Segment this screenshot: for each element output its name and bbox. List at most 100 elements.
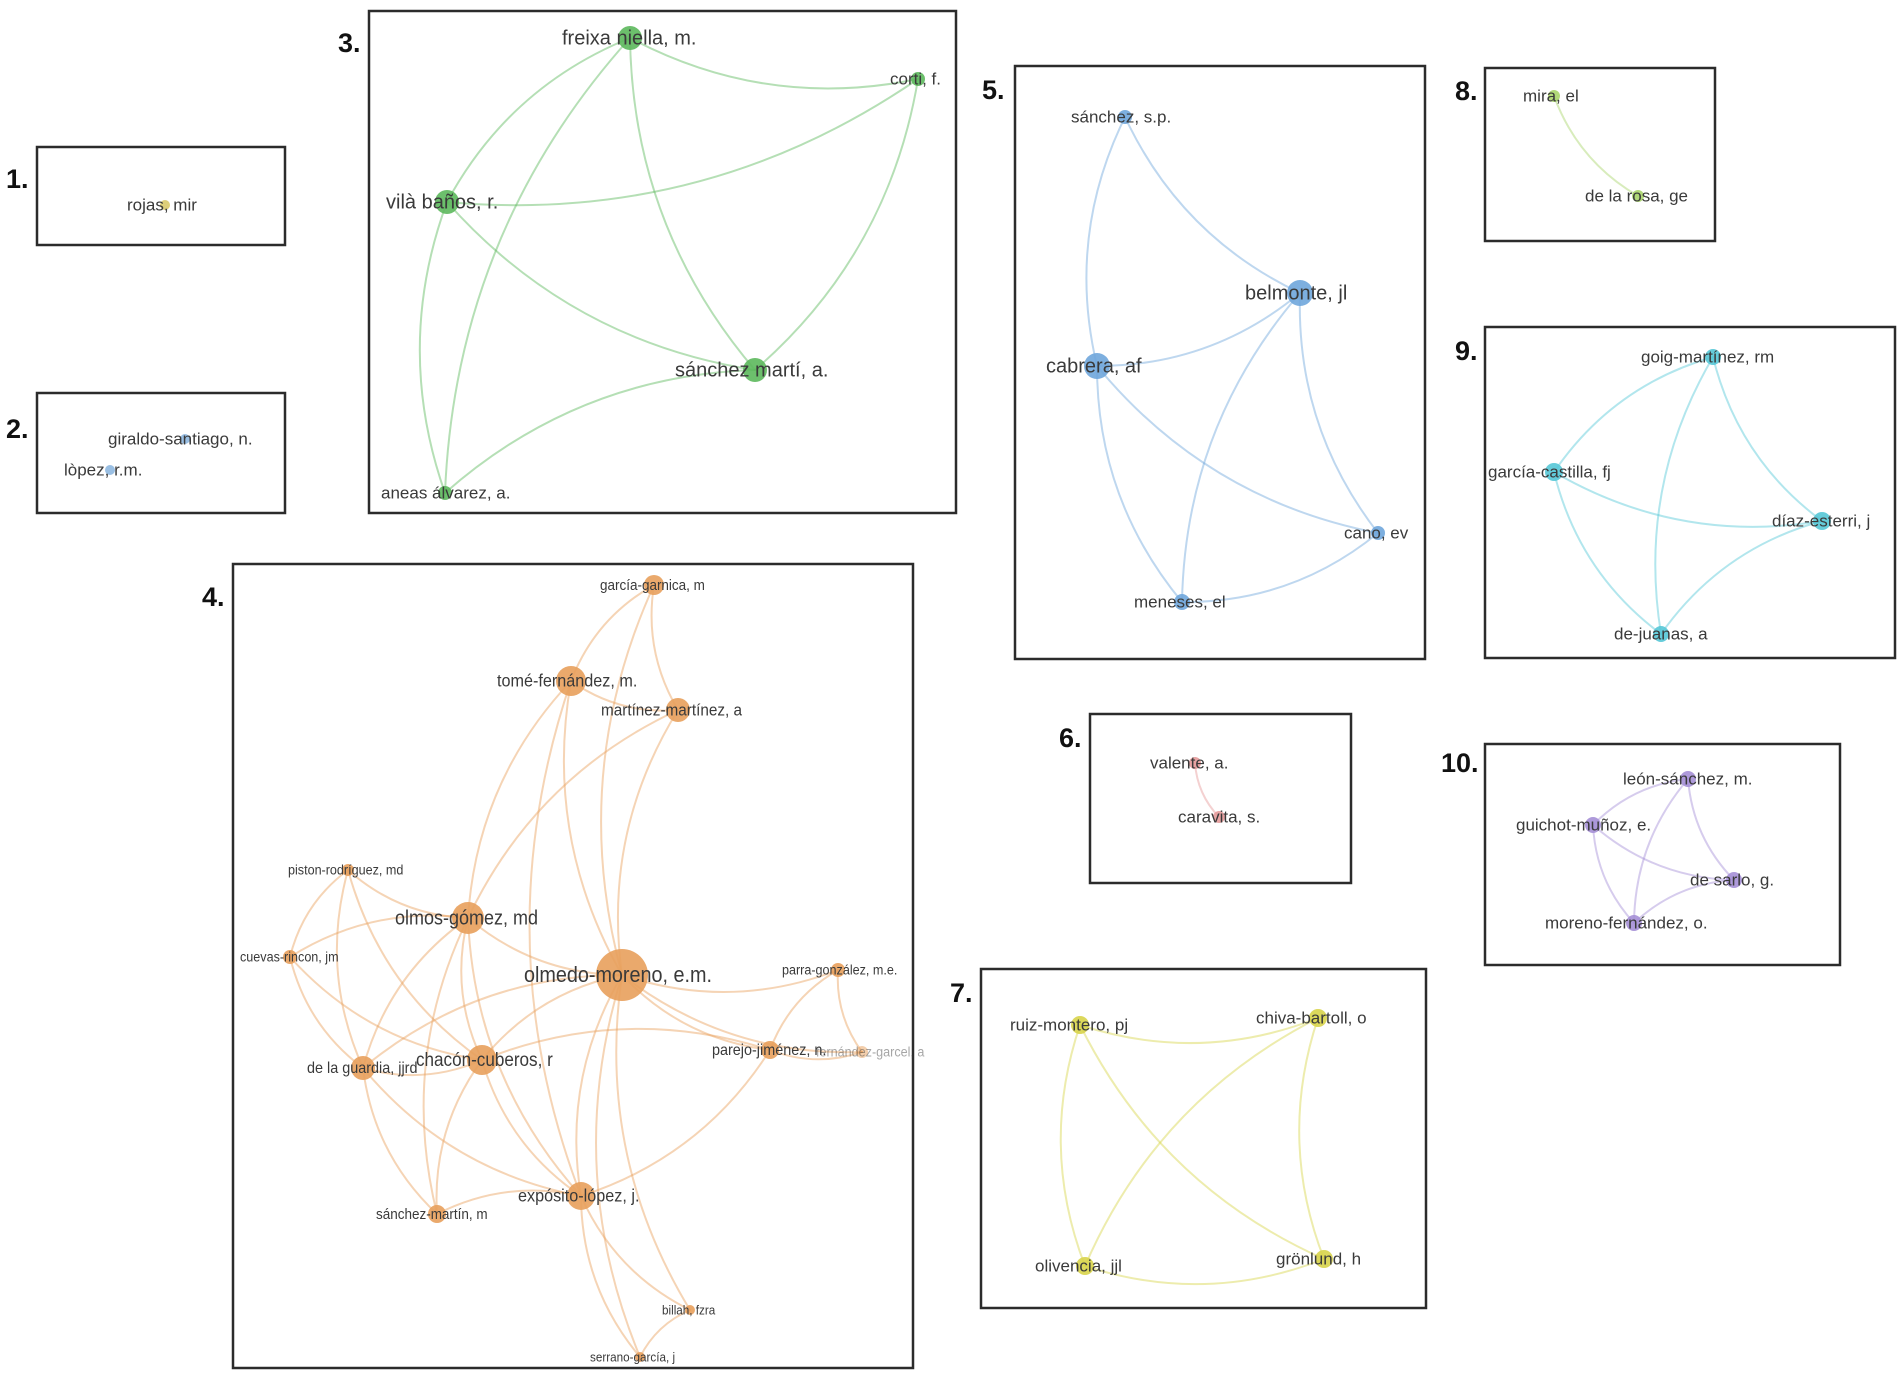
edge: [1079, 1024, 1325, 1260]
author-node[interactable]: [1632, 190, 1644, 202]
panel-number: 7.: [950, 978, 973, 1008]
author-label: sánchez martí, a.: [675, 359, 828, 381]
author-node[interactable]: [1076, 1257, 1094, 1275]
edge: [600, 584, 655, 976]
author-node[interactable]: [1548, 90, 1560, 102]
panel-number: 4.: [202, 582, 225, 612]
author-label: grönlund, h: [1276, 1249, 1361, 1268]
author-node[interactable]: [1371, 526, 1385, 540]
panel-frame-p2: [35, 391, 287, 515]
edges: [1592, 778, 1735, 924]
edge: [562, 680, 623, 976]
author-label: cano, ev: [1344, 523, 1409, 542]
network-panel-p10: 10.león-sánchez, m.guichot-muñoz, e.de s…: [1441, 748, 1774, 932]
network-panel-p2: 2.giraldo-santiago, n.lòpez, r.m.: [6, 414, 253, 479]
author-node[interactable]: [1189, 757, 1201, 769]
author-node[interactable]: [618, 26, 642, 50]
author-node[interactable]: [1653, 626, 1669, 642]
edges: [289, 584, 863, 1358]
nodes: freixa niella, m.corti, f.vilà baños, r.…: [381, 26, 941, 502]
panel-number: 9.: [1455, 336, 1478, 366]
edge: [1592, 778, 1689, 826]
edges: [1059, 1017, 1325, 1286]
author-node[interactable]: [567, 1182, 595, 1210]
author-node[interactable]: [1287, 280, 1313, 306]
edge: [467, 709, 679, 919]
author-node[interactable]: [1626, 915, 1642, 931]
author-label: corti, f.: [890, 69, 941, 88]
author-node[interactable]: [435, 190, 459, 214]
edge: [362, 1067, 582, 1197]
author-label: olmos-gómez, md: [395, 907, 538, 929]
author-node[interactable]: [1705, 349, 1721, 365]
edge: [1660, 520, 1823, 635]
author-node[interactable]: [1726, 872, 1742, 888]
author-node[interactable]: [351, 1056, 375, 1080]
author-label: moreno-fernández, o.: [1545, 913, 1708, 932]
author-node[interactable]: [856, 1046, 868, 1058]
author-node[interactable]: [666, 698, 690, 722]
edge: [595, 974, 641, 1358]
author-label: cuevas-rincon, jm: [240, 949, 339, 965]
author-node[interactable]: [1084, 353, 1110, 379]
author-node[interactable]: [685, 1305, 695, 1315]
author-node[interactable]: [105, 465, 115, 475]
edge: [580, 1195, 641, 1358]
edge: [1096, 292, 1301, 368]
author-node[interactable]: [438, 486, 452, 500]
author-node[interactable]: [743, 358, 767, 382]
author-node[interactable]: [635, 1352, 645, 1362]
author-node[interactable]: [452, 902, 484, 934]
author-node[interactable]: [467, 1045, 497, 1075]
author-node[interactable]: [1071, 1016, 1089, 1034]
author-node[interactable]: [1315, 1250, 1333, 1268]
author-node[interactable]: [283, 950, 297, 964]
author-node[interactable]: [1545, 463, 1563, 481]
nodes: valente, a.caravita, s.: [1150, 753, 1260, 826]
author-node[interactable]: [180, 434, 190, 444]
edge: [1079, 1017, 1319, 1045]
edge: [436, 1189, 582, 1215]
author-node[interactable]: [428, 1205, 446, 1223]
author-node[interactable]: [1585, 817, 1601, 833]
panel-number: 10.: [1441, 748, 1479, 778]
edge: [629, 37, 919, 90]
author-node[interactable]: [342, 864, 354, 876]
edges: [418, 37, 919, 494]
author-node[interactable]: [556, 666, 586, 696]
panel-number: 5.: [982, 75, 1005, 105]
author-node[interactable]: [1309, 1009, 1327, 1027]
author-node[interactable]: [1813, 512, 1831, 530]
author-node[interactable]: [596, 949, 648, 1001]
author-node[interactable]: [1213, 811, 1225, 823]
author-node[interactable]: [1174, 594, 1190, 610]
network-panel-p1: 1.rojas, mir: [6, 164, 197, 214]
author-node[interactable]: [831, 963, 845, 977]
edge: [289, 956, 364, 1069]
author-node[interactable]: [1680, 771, 1696, 787]
edge: [418, 201, 448, 494]
edge: [617, 709, 679, 976]
author-node[interactable]: [644, 575, 664, 595]
panel-frame-p10: [1483, 742, 1842, 967]
author-label: rojas, mir: [127, 195, 197, 214]
panel-number: 6.: [1059, 723, 1082, 753]
author-node[interactable]: [761, 1041, 779, 1059]
edge: [362, 1067, 438, 1215]
edges: [1553, 356, 1823, 635]
panel-frame-p5: [1013, 64, 1427, 661]
author-node[interactable]: [911, 72, 925, 86]
author-node[interactable]: [160, 200, 170, 210]
edge: [1084, 1258, 1325, 1286]
edge: [444, 37, 631, 494]
edge: [1298, 1017, 1325, 1260]
edge: [1059, 1024, 1086, 1267]
edge: [289, 914, 469, 958]
author-node[interactable]: [1118, 110, 1132, 124]
author-label: parejo-jiménez, n.: [712, 1042, 826, 1060]
